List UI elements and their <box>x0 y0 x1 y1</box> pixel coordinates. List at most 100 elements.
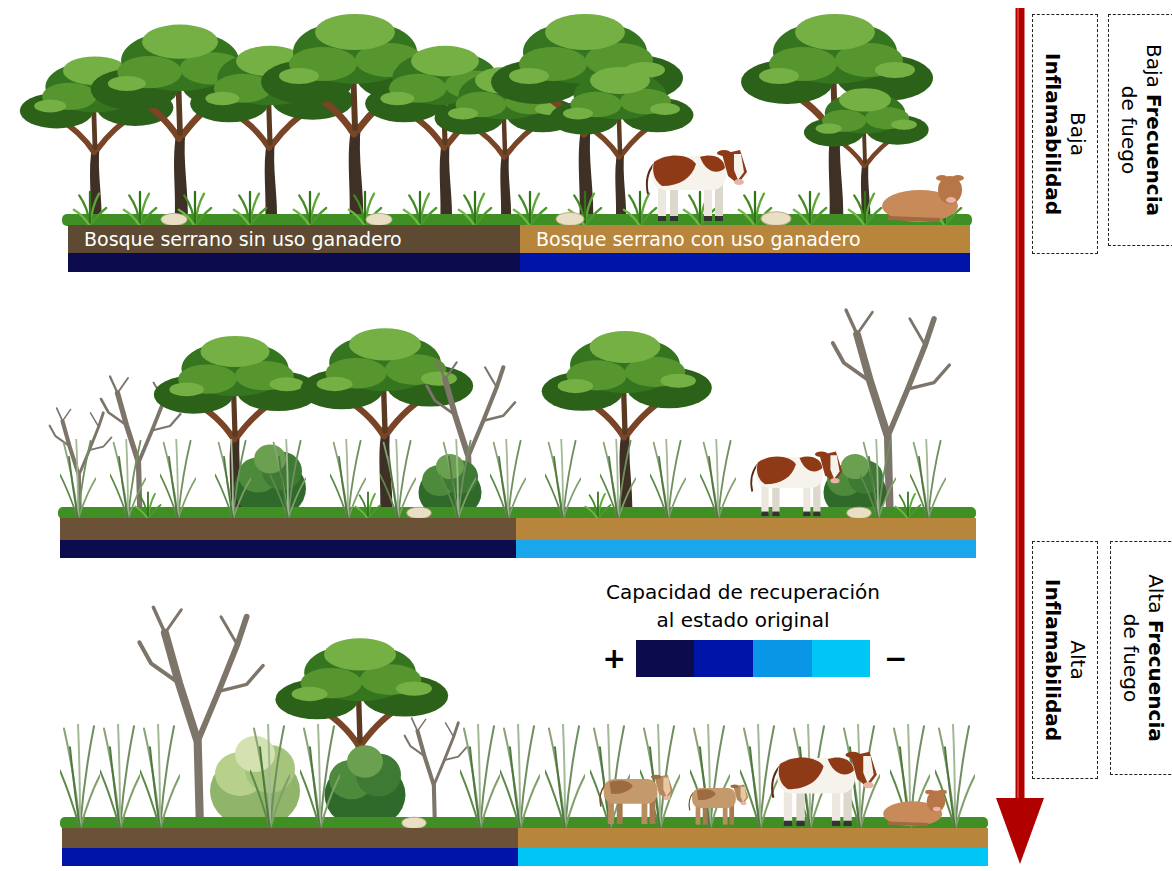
tall-grass <box>545 439 581 519</box>
grass <box>585 492 610 519</box>
tall-grass <box>140 724 180 829</box>
text-run <box>725 228 731 250</box>
soil-band <box>518 828 988 848</box>
forest-row <box>50 310 976 558</box>
text-run <box>1142 88 1166 94</box>
ground-grass <box>58 507 976 519</box>
text-run: Baja <box>1066 112 1090 156</box>
recovery-bar <box>520 253 970 272</box>
text-run <box>266 228 272 250</box>
lying-cow <box>882 175 964 222</box>
tall-grass <box>330 439 366 519</box>
tree <box>275 638 448 829</box>
tree <box>154 336 320 519</box>
rock <box>407 507 432 518</box>
text-run <box>154 228 160 250</box>
text-run: Bosque <box>536 228 606 250</box>
tall-grass <box>215 439 251 519</box>
text-run: ganadero <box>770 228 860 250</box>
band-label: Bosque serrano con uso ganadero <box>520 225 970 253</box>
text-run: serrano <box>612 228 684 250</box>
grass <box>135 492 160 519</box>
tall-grass <box>490 439 526 519</box>
cow <box>751 452 842 517</box>
text-run <box>764 228 770 250</box>
forest-row <box>60 607 988 866</box>
tall-grass <box>545 724 585 829</box>
legend-swatch <box>636 640 694 677</box>
dashed-label-box: Alta Inflamabilidad <box>1032 541 1098 779</box>
text-run: uso <box>731 228 765 250</box>
text-run: de <box>1119 614 1143 639</box>
rock <box>761 212 791 226</box>
grass <box>294 192 326 226</box>
text-run: uso <box>272 228 306 250</box>
text-run <box>306 228 312 250</box>
recovery-bar <box>60 540 516 558</box>
soil-band <box>60 518 516 540</box>
cow <box>600 775 673 824</box>
text-run: Alta <box>1144 574 1168 613</box>
shrub <box>325 745 406 829</box>
box-text: Baja Inflamabilidad <box>1040 42 1090 227</box>
arrow-head <box>996 798 1044 864</box>
gradient-arrow <box>1017 8 1019 800</box>
tall-grass <box>160 439 196 519</box>
tall-grass <box>100 724 140 829</box>
tall-grass <box>860 439 896 519</box>
recovery-bar <box>68 253 520 272</box>
text-run: con <box>691 228 725 250</box>
recovery-bar <box>516 540 976 558</box>
tall-grass <box>380 439 416 519</box>
text-run <box>606 228 612 250</box>
tall-grass <box>250 724 290 829</box>
tall-grass <box>500 724 540 829</box>
dead-tree <box>50 408 112 519</box>
tall-grass <box>60 439 96 519</box>
box-text: Alta Frecuencia de fuego <box>1118 563 1168 753</box>
text-run: sin <box>239 228 266 250</box>
box-text: Baja Frecuencia de fuego <box>1116 35 1166 225</box>
text-run <box>1119 639 1143 645</box>
legend-scale-step <box>694 640 753 677</box>
box-text: Alta Inflamabilidad <box>1040 568 1090 753</box>
text-run: Frecuencia <box>1142 94 1166 216</box>
legend-text: + <box>603 640 626 677</box>
recovery-bar <box>62 848 518 866</box>
tall-grass <box>460 724 500 829</box>
text-run: ganadero <box>312 228 402 250</box>
tall-grass <box>270 439 306 519</box>
band-label: Bosque serrano sin uso ganadero <box>68 225 520 253</box>
rock <box>402 817 427 828</box>
grass <box>74 192 106 226</box>
text-run: fuego <box>1119 645 1143 702</box>
grass <box>514 192 546 226</box>
grass <box>624 192 656 226</box>
tall-grass <box>300 724 340 829</box>
text-run: Baja <box>1142 44 1166 88</box>
grass <box>355 492 380 519</box>
text-run: serrano <box>160 228 232 250</box>
text-run: Alta <box>1066 640 1090 679</box>
dead-tree <box>405 718 467 829</box>
rock <box>161 213 187 225</box>
rock <box>847 507 872 518</box>
tree <box>542 331 712 519</box>
tree <box>261 14 453 226</box>
text-run: Inflamabilidad <box>1041 53 1065 215</box>
rock <box>556 213 584 226</box>
soil-band <box>516 518 976 540</box>
tall-grass <box>700 439 736 519</box>
rock <box>366 213 392 225</box>
tall-grass <box>600 439 636 519</box>
text-run <box>233 228 239 250</box>
text-run <box>685 228 691 250</box>
dashed-label-box: Baja Frecuencia de fuego <box>1108 14 1172 246</box>
legend-title: Capacidad de recuperación al estado orig… <box>600 578 886 634</box>
legend-text: − <box>884 640 907 677</box>
forest-row <box>20 14 972 272</box>
legend-swatch <box>812 640 870 677</box>
